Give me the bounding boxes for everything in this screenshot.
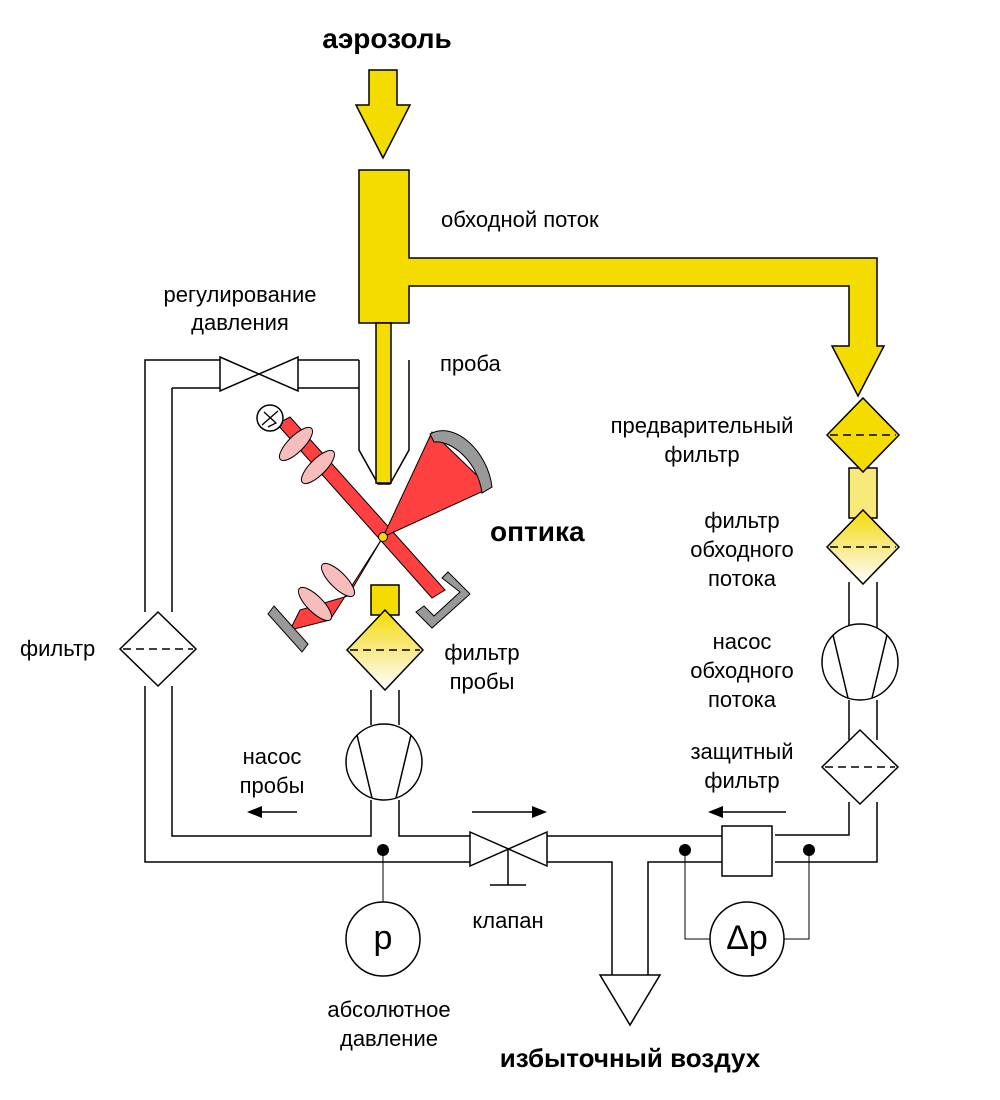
label-prefilter-2: фильтр	[664, 442, 740, 467]
lens-upper-1	[278, 426, 314, 462]
aerosol-inlet-block	[358, 169, 886, 398]
label-abs-pressure-2: давление	[339, 1026, 438, 1051]
protective-filter-diamond	[820, 728, 900, 806]
label-probe: проба	[440, 351, 501, 376]
label-p-symbol: p	[373, 919, 393, 957]
lens-lower-1	[297, 586, 333, 622]
concave-mirror	[429, 430, 493, 494]
label-prefilter-1: предварительный	[610, 413, 794, 438]
pressure-regulation-valve	[219, 355, 299, 393]
label-probe-pump-1: насос	[242, 744, 302, 769]
label-bypass-filter-3: потока	[707, 566, 777, 591]
laser-diode-symbol	[261, 410, 279, 428]
label-pressure-regulation-2: давления	[191, 310, 289, 335]
label-pressure-regulation-1: регулирование	[163, 282, 317, 307]
probe-tube	[375, 322, 392, 484]
label-bypass-filter-2: обходного	[690, 537, 794, 562]
label-excess-air: избыточный воздух	[499, 1043, 761, 1073]
left-loop-pipe	[144, 359, 470, 863]
probe-pump-blades	[356, 734, 412, 799]
probe-pump-circle	[345, 723, 423, 801]
absolute-pressure-gauge	[345, 901, 421, 977]
label-dp-symbol: Δp	[726, 919, 768, 957]
bypass-return-pipe	[775, 582, 878, 863]
differential-pressure-gauge	[709, 901, 785, 977]
probe-pump-exhaust-head	[247, 806, 262, 818]
scatter-cone-upper	[381, 431, 491, 539]
label-aerosol: аэрозоль	[322, 23, 452, 54]
label-protective-filter-2: фильтр	[704, 768, 780, 793]
label-abs-pressure-1: абсолютное	[327, 997, 451, 1022]
label-bypass-pump-2: обходного	[690, 658, 794, 683]
label-filter: фильтр	[20, 636, 96, 661]
label-protective-filter-1: защитный	[690, 739, 794, 764]
label-bypass-pump-1: насос	[712, 629, 772, 654]
optics-assembly	[256, 404, 493, 653]
label-probe-pump-2: пробы	[239, 773, 305, 798]
lens-lower-2	[320, 562, 356, 598]
dp-tap-lines	[684, 850, 810, 940]
label-probe-filter-2: пробы	[449, 669, 515, 694]
label-probe-filter-1: фильтр	[444, 640, 520, 665]
excess-air-arrow	[598, 974, 662, 1027]
bypass-pump-blades	[832, 634, 888, 699]
orifice-flow-arrow-head	[708, 806, 723, 818]
detector-plate	[267, 605, 309, 653]
beam-dump	[415, 571, 471, 629]
probe-filter-diamond	[345, 608, 425, 692]
focal-point	[378, 532, 388, 542]
label-optics: оптика	[490, 516, 585, 547]
label-bypass-flow: обходной поток	[441, 207, 599, 232]
lens-upper-2	[300, 449, 336, 485]
valve-flow-arrow-head	[532, 806, 547, 818]
probe-collector-pipe	[370, 690, 400, 725]
bottom-header-pipe	[547, 835, 722, 975]
label-valve: клапан	[472, 908, 544, 933]
aerosol-inlet-arrow	[354, 69, 412, 160]
flow-orifice	[721, 825, 773, 877]
label-bypass-filter-1: фильтр	[704, 508, 780, 533]
left-filter-diamond	[118, 610, 198, 688]
label-bypass-pump-3: потока	[707, 687, 777, 712]
bypass-pump-circle	[821, 623, 899, 701]
